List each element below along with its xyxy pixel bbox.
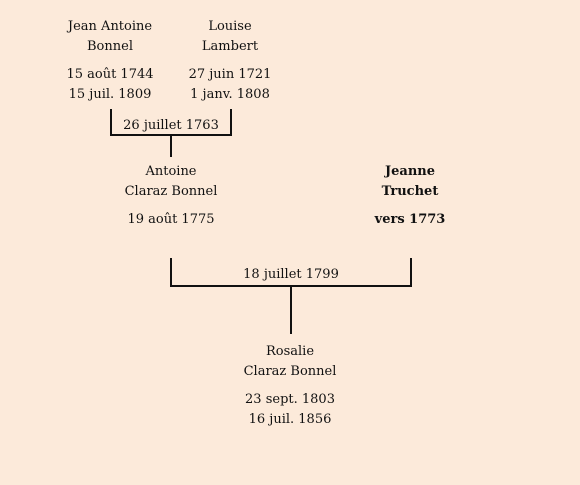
person-name-first: Louise: [208, 19, 252, 34]
person-louise-lambert: Louise Lambert 27 juin 1721 1 janv. 1808: [155, 17, 305, 105]
union-bracket-right: [230, 109, 232, 136]
person-jeanne-truchet: Jeanne Truchet vers 1773: [335, 162, 485, 230]
person-name-last: Truchet: [381, 184, 439, 199]
person-name-first: Jean Antoine: [67, 19, 153, 34]
union-date-parents: 18 juillet 1799: [243, 267, 339, 282]
person-name-last: Claraz Bonnel: [124, 184, 218, 199]
person-jean-antoine-bonnel: Jean Antoine Bonnel 15 août 1744 15 juil…: [35, 17, 185, 105]
person-birth-date: 15 août 1744: [66, 67, 154, 82]
person-name-last: Bonnel: [87, 39, 133, 54]
person-name-first: Rosalie: [265, 344, 315, 359]
person-death-date: 16 juil. 1856: [248, 412, 332, 427]
person-name-last: Claraz Bonnel: [243, 364, 337, 379]
person-name-first: Jeanne: [384, 164, 436, 179]
person-birth-date: 19 août 1775: [127, 212, 215, 227]
person-death-date: 1 janv. 1808: [190, 87, 270, 102]
person-rosalie-claraz-bonnel: Rosalie Claraz Bonnel 23 sept. 1803 16 j…: [215, 342, 365, 430]
person-birth-date: 23 sept. 1803: [245, 392, 335, 407]
union-bracket-left: [110, 109, 112, 136]
union-bracket-bottom: [110, 134, 232, 136]
descent-line-grandparents: [170, 136, 172, 157]
union-bracket-right: [410, 258, 412, 287]
person-name-last: Lambert: [201, 39, 259, 54]
union-bracket-bottom: [170, 285, 412, 287]
union-bracket-left: [170, 258, 172, 287]
descent-line-parents: [290, 287, 292, 334]
person-antoine-claraz-bonnel: Antoine Claraz Bonnel 19 août 1775: [96, 162, 246, 230]
union-date-grandparents: 26 juillet 1763: [123, 118, 219, 133]
person-birth-date: vers 1773: [374, 212, 446, 227]
person-death-date: 15 juil. 1809: [68, 87, 152, 102]
person-name-first: Antoine: [145, 164, 197, 179]
person-birth-date: 27 juin 1721: [188, 67, 272, 82]
